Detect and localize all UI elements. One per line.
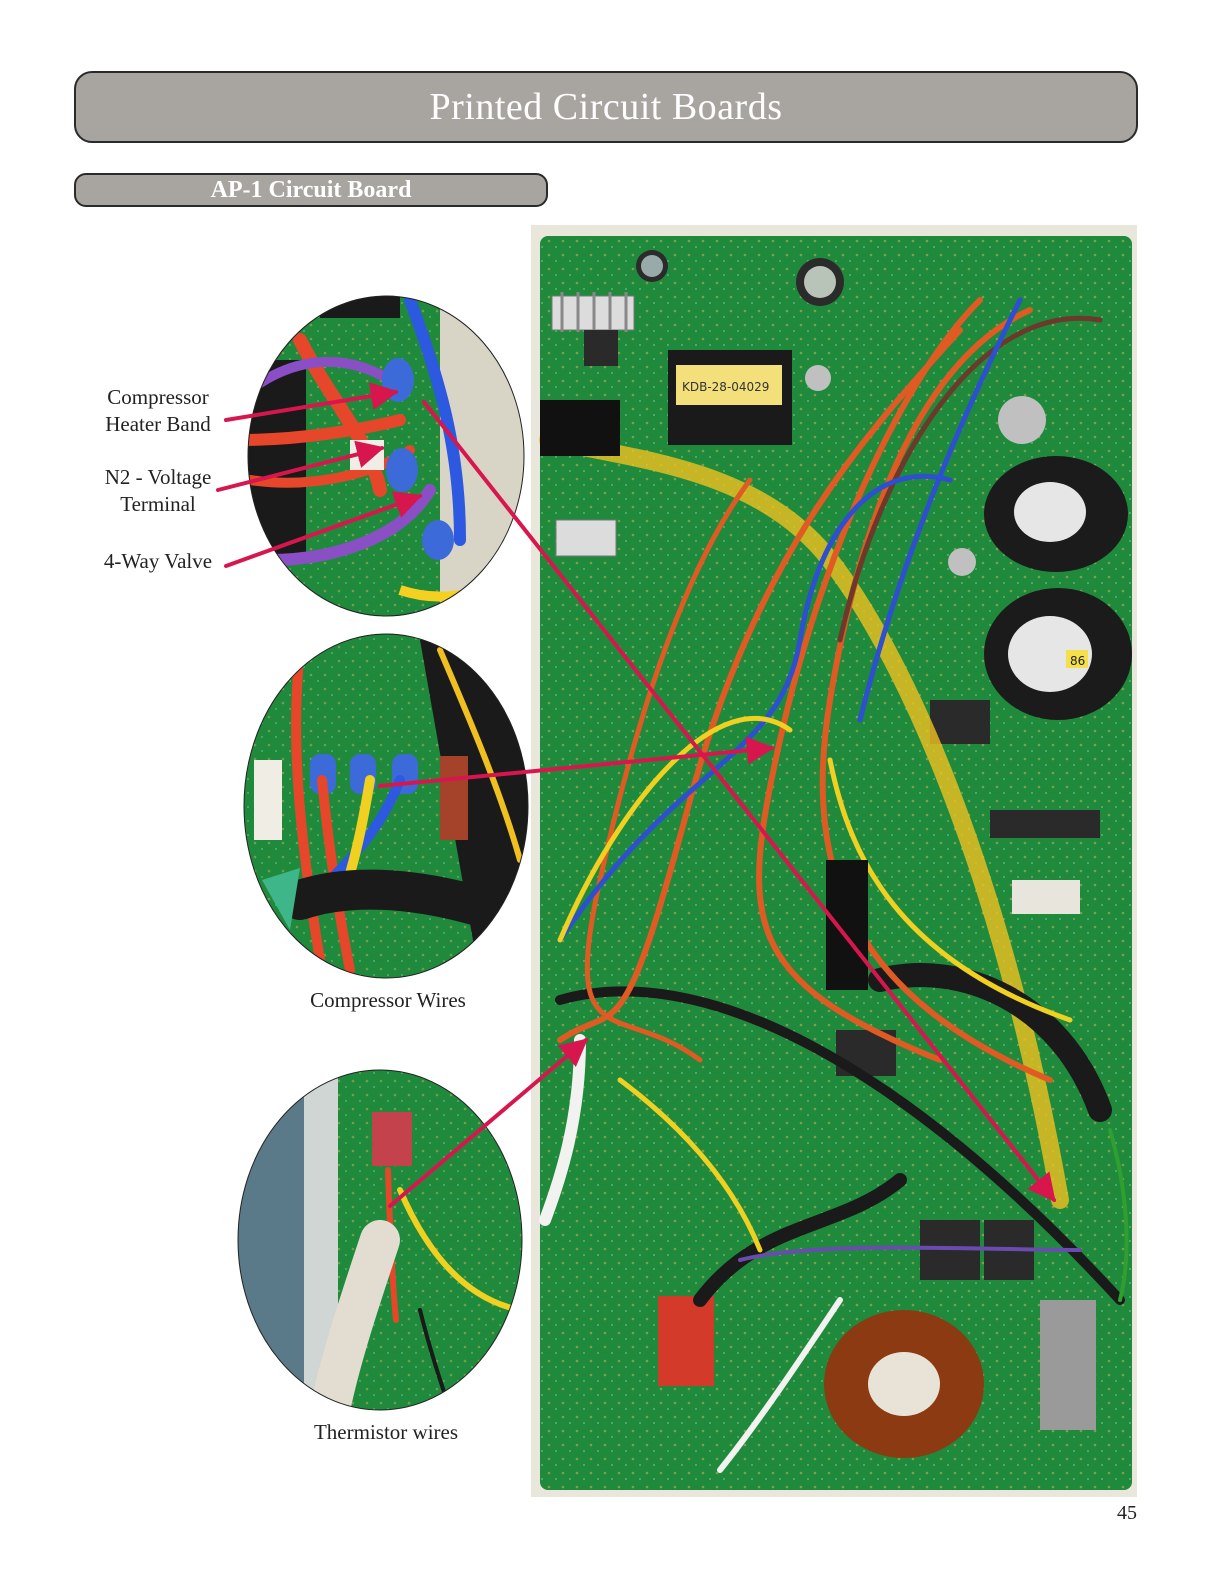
- transformer-label: KDB-28-04029: [682, 380, 769, 394]
- zoom-compressor-wires: [240, 630, 540, 990]
- circuit-board-photo: KDB-28-04029 86: [531, 225, 1137, 1497]
- zoom-heater-band-terminals: [240, 290, 540, 630]
- capacitor-label: 86: [1070, 654, 1085, 668]
